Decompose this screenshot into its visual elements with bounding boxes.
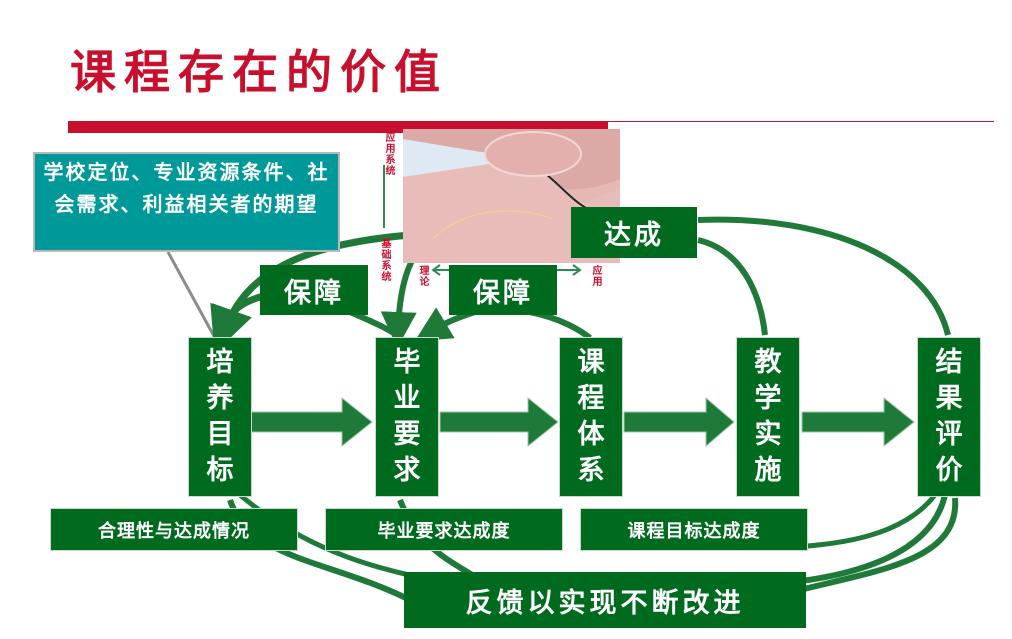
inset-label-base-system: 基础系统 [381,239,392,283]
node-teaching-implementation: 教学实施 [736,337,800,497]
support-line-req [348,309,400,339]
measure-label-rationality: 合理性与达成情况 [98,520,250,542]
context-text: 学校定位、专业资源条件、社会需求、利益相关者的期望 [43,160,330,216]
node-label-requirement: 毕业要求 [393,347,421,486]
feedback-curve-eval-2 [799,497,959,593]
node-label-goal: 培养目标 [206,347,234,486]
support-box-1: 保障 [260,265,368,315]
support-arrow-req [414,307,476,342]
achieve-line-eval [697,216,951,336]
node-curriculum-system: 课程体系 [559,337,623,497]
flow-arrows [249,396,915,448]
support-label-1: 保障 [284,277,344,309]
measure-box-requirement: 毕业要求达成度 [325,508,563,551]
context-pointer-line [166,251,217,339]
node-label-evaluation: 结果评价 [935,347,963,486]
inset-label-app-system: 应用系统 [385,133,396,177]
node-training-goal: 培养目标 [188,337,252,497]
inset-label-application: 应用 [592,266,603,288]
measure-box-rationality: 合理性与达成情况 [50,508,298,551]
achieve-line-teach [697,237,768,336]
node-graduation-requirement: 毕业要求 [375,337,439,497]
support-label-2: 保障 [473,277,533,309]
node-result-evaluation: 结果评价 [917,337,981,497]
page-title: 课程存在的价值 [70,45,448,99]
node-label-teaching: 教学实施 [754,347,782,486]
achieve-label: 达成 [604,220,664,251]
measure-label-requirement: 毕业要求达成度 [377,520,511,542]
node-label-curriculum: 课程体系 [577,347,605,486]
support-box-2: 保障 [449,265,557,315]
feedback-box: 反馈以实现不断改进 [404,572,806,628]
inset-label-theory: 理论 [419,266,430,288]
achieve-box: 达成 [571,207,697,258]
feedback-label: 反馈以实现不断改进 [465,587,745,619]
support-line-curr [529,309,592,341]
measure-box-course-goal: 课程目标达成度 [580,508,808,551]
context-box: 学校定位、专业资源条件、社会需求、利益相关者的期望 [33,152,340,252]
inset-illustration [403,129,620,263]
measure-label-course-goal: 课程目标达成度 [627,520,761,542]
title-rule [608,121,994,122]
